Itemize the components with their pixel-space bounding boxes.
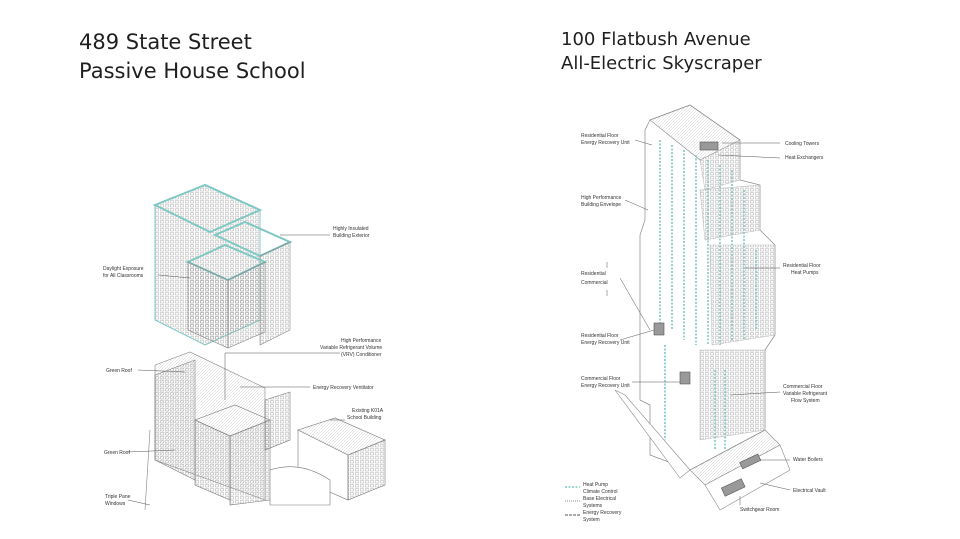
label-res-erv-top-1: Residential Floor xyxy=(581,133,619,139)
label-commercial: Commercial xyxy=(581,280,608,286)
legend-base-elec-1: Base Electrical xyxy=(583,496,617,502)
right-leader-lines xyxy=(606,139,791,505)
label-electrical-vault: Electrical Vault xyxy=(793,488,826,494)
tower-shape xyxy=(614,104,791,511)
label-green-roof-lower: Green Roof xyxy=(104,450,130,456)
label-switchgear: Switchgear Room xyxy=(740,507,780,513)
label-com-erv-1: Commercial Floor xyxy=(581,376,621,382)
right-title-line2: All-Electric Skyscraper xyxy=(561,53,762,74)
label-water-boilers: Water Boilers xyxy=(793,457,823,463)
label-cooling-towers: Cooling Towers xyxy=(785,141,820,147)
label-insulated-2: Building Exterior xyxy=(333,233,370,239)
label-com-vrf-2: Variable Refrigerant xyxy=(783,391,828,397)
label-com-vrf-1: Commercial Floor xyxy=(783,384,823,390)
label-res-erv-mid-2: Energy Recovery Unit xyxy=(581,340,630,346)
legend-base-elec-2: Systems xyxy=(583,503,603,509)
left-title-line2: Passive House School xyxy=(79,59,306,83)
label-res-hp-2: Heat Pumps xyxy=(791,270,819,276)
label-res-hp-1: Residential Floor xyxy=(783,263,821,269)
label-triple-1: Triple Pane xyxy=(105,494,131,500)
label-res-erv-mid-1: Residential Floor xyxy=(581,333,619,339)
label-res-erv-top-2: Energy Recovery Unit xyxy=(581,140,630,146)
label-green-roof-upper: Green Roof xyxy=(106,368,132,374)
label-vrv-3: (VRV) Conditioner xyxy=(341,352,382,358)
skyscraper-drawing xyxy=(565,104,791,516)
heat-pump-risers xyxy=(659,140,757,450)
legend-heat-pump-2: Climate Control xyxy=(583,489,618,495)
label-existing-1: Existing K01A xyxy=(352,408,384,414)
label-residential: Residential xyxy=(581,271,606,277)
passive-house-school-drawing xyxy=(127,183,386,511)
label-daylight-1: Daylight Exposure xyxy=(103,266,144,272)
label-envelope-2: Building Envelope xyxy=(581,202,622,208)
label-envelope-1: High Performance xyxy=(581,195,622,201)
label-insulated-1: Highly Insulated xyxy=(333,226,369,232)
label-vrv-1: High Performance xyxy=(341,338,382,344)
label-erv: Energy Recovery Ventilator xyxy=(313,385,374,391)
legend-erv-sys-1: Energy Recovery xyxy=(583,510,622,516)
tower-equipment xyxy=(653,141,762,497)
label-daylight-2: for All Classrooms xyxy=(103,273,144,279)
legend-swatches xyxy=(565,486,580,516)
legend-erv-sys-2: System xyxy=(583,517,600,523)
right-title-line1: 100 Flatbush Avenue xyxy=(561,29,751,50)
insulated-envelope-shape xyxy=(152,183,293,349)
left-leader-lines xyxy=(127,234,345,506)
label-existing-2: School Building xyxy=(347,415,382,421)
school-building-shape xyxy=(144,351,386,511)
left-title-line1: 489 State Street xyxy=(79,30,252,54)
legend-heat-pump-1: Heat Pump xyxy=(583,482,609,488)
label-com-erv-2: Energy Recovery Unit xyxy=(581,383,630,389)
label-vrv-2: Variable Refrigerant Volume xyxy=(320,345,383,351)
label-heat-exchangers: Heat Exchangers xyxy=(785,155,824,161)
label-com-vrf-3: Flow System xyxy=(791,398,820,404)
label-triple-2: Windows xyxy=(105,501,126,507)
